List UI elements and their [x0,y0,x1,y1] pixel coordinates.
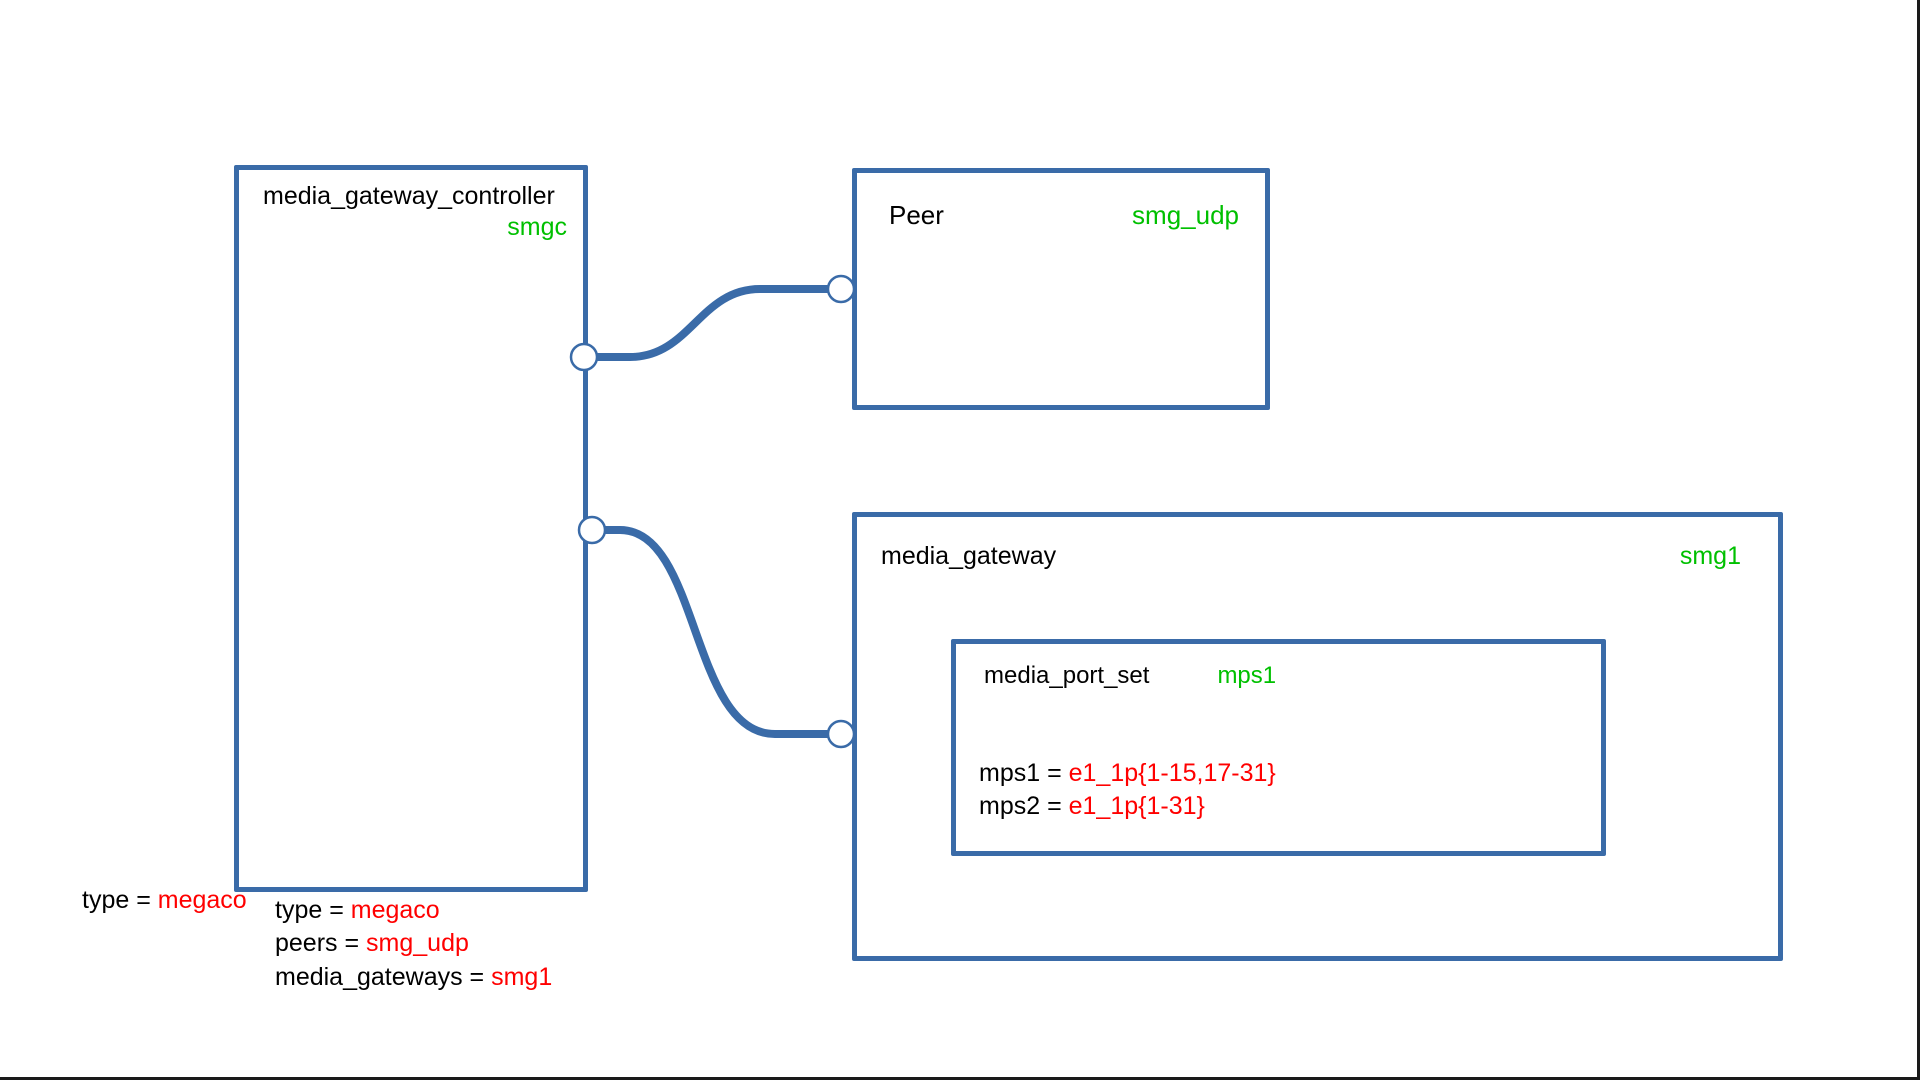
attribute-key: media_gateways = [275,962,492,991]
node-header-media-port-set: media_port_set mps1 [956,662,1601,690]
node-instance-label-smg-udp: smg_udp [1132,200,1239,230]
attribute-value: e1_1p{1-15,17-31} [1068,759,1276,787]
attribute-key: mps1 = [979,759,1069,787]
node-instance-label-smg1: smg1 [1679,542,1741,570]
node-instance-label-smgc: smgc [507,213,567,241]
node-peer[interactable]: Peer smg_udp [852,168,1270,410]
attribute-key: type = [275,896,351,924]
node-instance-label-mps1: mps1 [1217,662,1277,689]
attribute-value: e1_1p{1-31} [1068,792,1205,821]
attribute-key: peers = [275,929,367,958]
port-peer-target[interactable] [826,274,856,304]
attribute-list-media-gateway-controller: type = megaco peers = smg_udp media_gate… [275,894,552,994]
attribute-row: type = megaco [275,894,552,927]
attribute-row: mps1 = e1_1p{1-15,17-31} [979,757,1276,790]
attribute-value: megaco [157,886,247,914]
node-media-port-set[interactable]: media_port_set mps1 mps1 = e1_1p{1-15,17… [951,639,1606,856]
node-title-media-port-set: media_port_set [984,662,1150,689]
attribute-row: peers = smg_udp [275,927,552,960]
attribute-row: media_gateways = smg1 [275,961,552,994]
node-header-media-gateway-controller: media_gateway_controller smgc [239,182,583,242]
node-header-peer: Peer smg_udp [857,200,1265,231]
node-title-peer: Peer [889,200,944,230]
attribute-list-media-port-set: mps1 = e1_1p{1-15,17-31} mps2 = e1_1p{1-… [979,757,1276,824]
attribute-list-media-gateway: type = megaco [82,884,247,917]
attribute-key: mps2 = [979,792,1069,821]
attribute-value: smg1 [491,962,553,991]
attribute-key: type = [82,886,158,914]
connection-mgc-to-media-gateway[interactable] [582,526,840,738]
attribute-value: smg_udp [366,929,469,958]
node-media-gateway-controller[interactable]: media_gateway_controller smgc type = meg… [234,165,588,991]
node-title-media-gateway: media_gateway [881,542,1057,570]
attribute-row: mps2 = e1_1p{1-31} [979,790,1276,823]
attribute-row: type = megaco [82,884,247,917]
node-title-media-gateway-controller: media_gateway_controller [263,182,555,210]
attribute-value: megaco [350,896,440,924]
connection-mgc-to-peer[interactable] [582,285,840,361]
node-header-media-gateway: media_gateway smg1 [857,542,1778,571]
port-media-gateway-target[interactable] [826,719,856,749]
